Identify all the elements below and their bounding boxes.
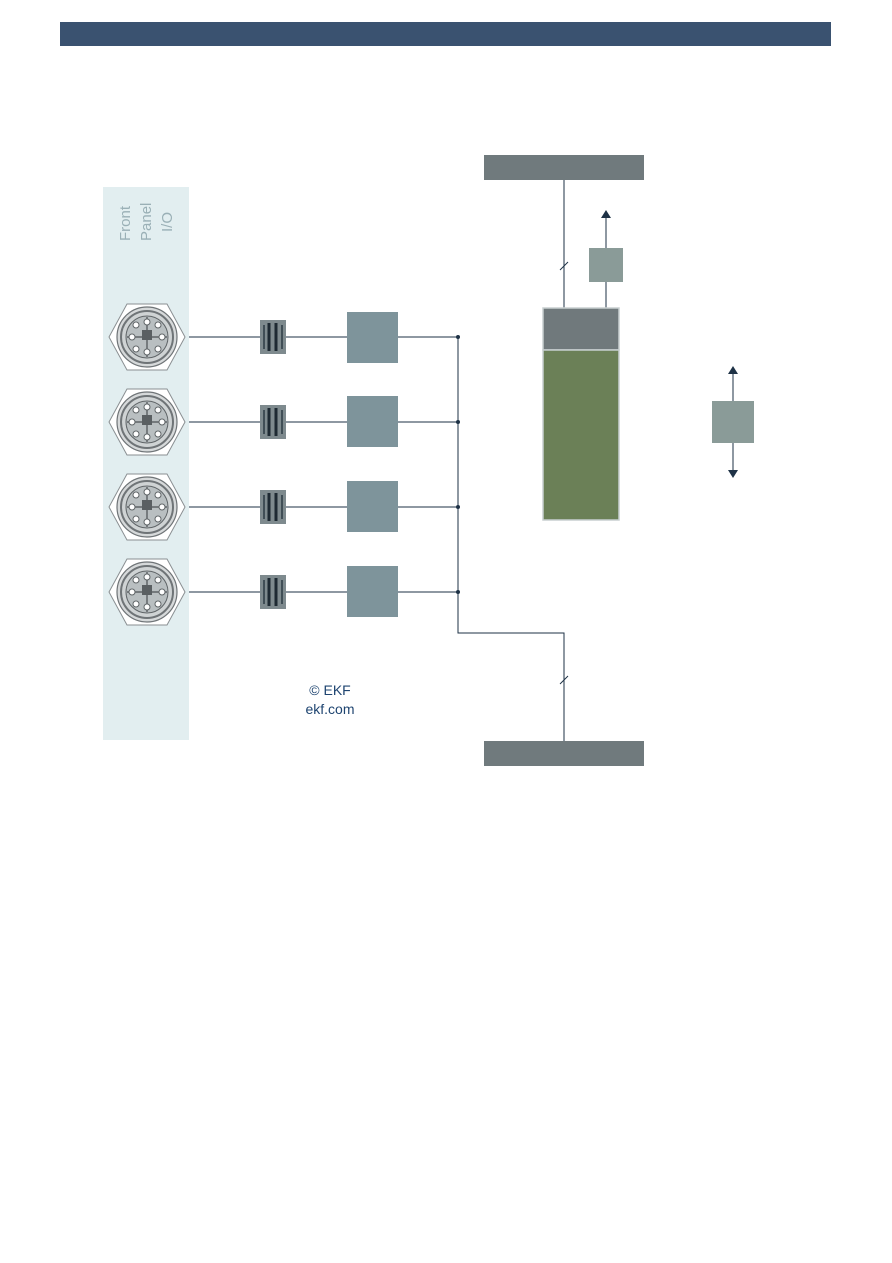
phy-block bbox=[347, 396, 398, 447]
front-panel-label-line1: Front bbox=[117, 205, 134, 241]
arrow-up-icon bbox=[601, 210, 611, 218]
magnetics-icon bbox=[258, 488, 288, 526]
phy-block bbox=[347, 566, 398, 617]
channel-row-1 bbox=[108, 303, 460, 371]
magnetics-icon bbox=[258, 573, 288, 611]
bottom-bus-bar bbox=[484, 741, 644, 766]
chip-head bbox=[542, 307, 620, 351]
channel-row-3 bbox=[108, 473, 460, 541]
phy-block bbox=[347, 481, 398, 532]
channel-row-4 bbox=[108, 558, 460, 626]
front-panel-label: Panel bbox=[138, 203, 155, 241]
small-block bbox=[589, 248, 623, 282]
front-panel-label-line2: Panel bbox=[138, 203, 155, 241]
magnetics-icon bbox=[258, 318, 288, 356]
collector-line bbox=[457, 337, 565, 741]
arrow-up-icon bbox=[728, 366, 738, 374]
top-bus-bar bbox=[484, 155, 644, 180]
bus-width-tick bbox=[559, 675, 569, 685]
copyright-line2: ekf.com bbox=[305, 701, 354, 717]
header-bar bbox=[60, 22, 831, 46]
copyright-line1: © EKF bbox=[309, 682, 350, 698]
front-panel-label-line3: I/O bbox=[159, 212, 176, 232]
bus-width-tick bbox=[559, 261, 569, 271]
chip-body bbox=[542, 349, 620, 521]
magnetics-icon bbox=[258, 403, 288, 441]
channel-row-2 bbox=[108, 388, 460, 456]
front-panel-label: I/O bbox=[159, 212, 176, 232]
side-block bbox=[712, 401, 754, 443]
front-panel-label: Front bbox=[117, 205, 134, 241]
phy-block bbox=[347, 312, 398, 363]
arrow-down-icon bbox=[728, 470, 738, 478]
front-panel-area bbox=[103, 187, 189, 740]
